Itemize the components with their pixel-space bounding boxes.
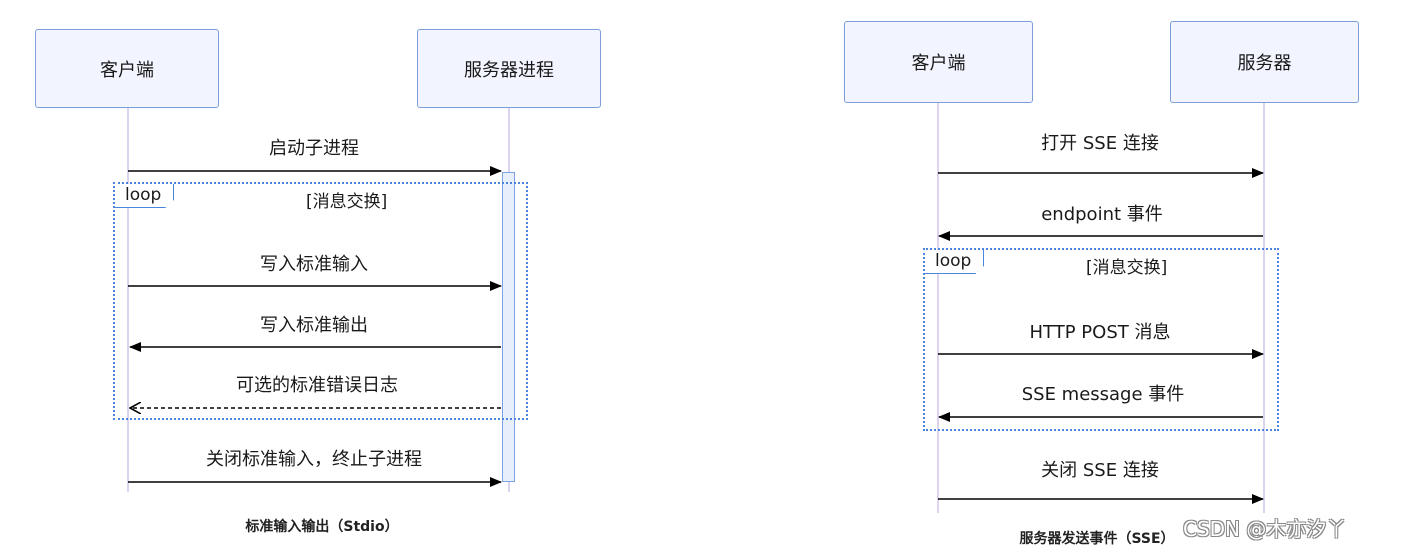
sse-arrows <box>938 168 1264 504</box>
client-lifeline <box>127 108 129 492</box>
loop-tag: loop <box>115 184 174 208</box>
loop-frame: loop [消息交换] <box>113 182 528 420</box>
msg-endpoint-event: endpoint 事件 <box>1041 204 1163 225</box>
server-process-actor-box: 服务器进程 <box>417 29 601 108</box>
stdio-arrows <box>128 166 502 487</box>
loop-name: [消息交换] <box>306 192 388 212</box>
server-lifeline <box>1263 103 1265 513</box>
msg-sse-message-event: SSE message 事件 <box>1021 384 1185 405</box>
stdio-sequence-diagram: 客户端 服务器进程 loop [消息交换] 启动子进程 写入标准输入 写入标准输… <box>0 0 700 555</box>
msg-start-subprocess: 启动子进程 <box>269 138 359 159</box>
loop-tag: loop <box>925 250 984 274</box>
client-actor-box: 客户端 <box>844 21 1033 103</box>
caption-strip <box>830 514 1401 555</box>
csdn-watermark: CSDN @木亦汐丫 <box>1183 517 1347 541</box>
client-lifeline <box>937 103 939 513</box>
loop-frame: loop [消息交换] <box>923 248 1279 431</box>
server-activation-bar <box>502 172 515 482</box>
stdio-caption: 标准输入输出（Stdio） <box>245 519 399 535</box>
msg-optional-stderr: 可选的标准错误日志 <box>236 375 398 396</box>
msg-write-stdout: 写入标准输出 <box>260 315 368 336</box>
msg-close-stdin: 关闭标准输入，终止子进程 <box>206 449 422 470</box>
sse-sequence-diagram: 客户端 服务器 loop [消息交换] 打开 SSE 连接 endpoint 事… <box>700 0 1401 555</box>
msg-open-sse: 打开 SSE 连接 <box>1041 133 1159 154</box>
msg-http-post: HTTP POST 消息 <box>1029 322 1171 343</box>
msg-close-sse: 关闭 SSE 连接 <box>1041 460 1159 481</box>
server-actor-box: 服务器 <box>1170 21 1359 103</box>
loop-name: [消息交换] <box>1086 258 1168 278</box>
sse-caption: 服务器发送事件（SSE） <box>1019 531 1175 547</box>
client-actor-box: 客户端 <box>35 29 219 108</box>
msg-write-stdin: 写入标准输入 <box>260 254 368 275</box>
